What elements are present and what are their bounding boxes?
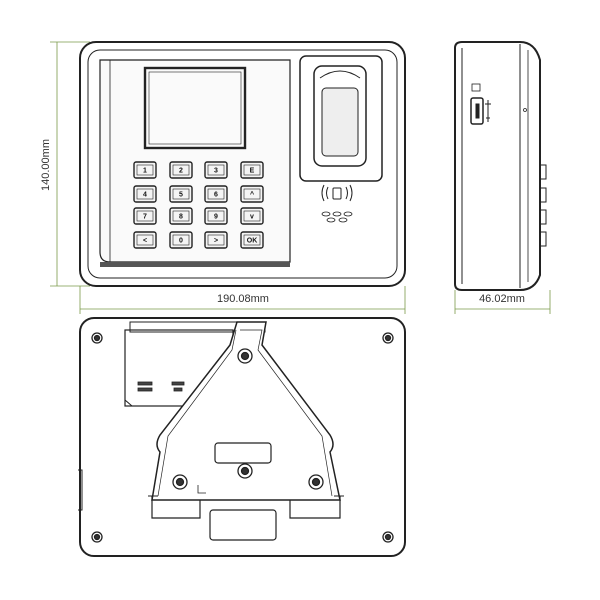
screws (91, 332, 394, 543)
key-label: v (250, 214, 254, 221)
keypad-key[interactable]: 7 (133, 207, 157, 225)
keypad-key[interactable]: 3 (204, 161, 228, 179)
screw-icon (308, 474, 324, 490)
key-label: OK (247, 238, 258, 245)
keypad-key[interactable]: 8 (169, 207, 193, 225)
keypad-key[interactable]: OK (240, 231, 264, 249)
key-label: 7 (143, 214, 147, 221)
keypad-key[interactable]: < (133, 231, 157, 249)
width-label: 190.08mm (217, 293, 269, 305)
key-label: 4 (143, 192, 147, 199)
keypad-key[interactable]: v (240, 207, 264, 225)
lcd-screen (143, 66, 247, 150)
fingerprint-window (299, 55, 383, 182)
fingerprint-sensor (313, 65, 367, 167)
key-label: 6 (214, 192, 218, 199)
key-label: < (143, 238, 147, 245)
screw-icon (172, 474, 188, 490)
key-label: 9 (214, 214, 218, 221)
keypad-key[interactable]: E (240, 161, 264, 179)
key-label: 1 (143, 168, 147, 175)
screw-icon (91, 332, 103, 344)
bottom-slot (209, 509, 277, 541)
usb-port (470, 97, 484, 125)
screw-icon (382, 332, 394, 344)
screw-icon (237, 463, 253, 479)
key-label: 2 (179, 168, 183, 175)
key-label: 3 (214, 168, 218, 175)
key-label: 8 (179, 214, 183, 221)
rfid-icon (321, 184, 353, 202)
keypad-key[interactable]: 0 (169, 231, 193, 249)
screw-icon (91, 531, 103, 543)
indicator-leds (321, 211, 353, 223)
key-label: ^ (250, 191, 254, 199)
key-label: E (250, 168, 255, 175)
key-label: > (214, 238, 218, 245)
key-label: 0 (179, 238, 183, 245)
keypad-key[interactable]: 5 (169, 185, 193, 203)
depth-label: 46.02mm (479, 293, 525, 305)
height-dimension (50, 41, 90, 287)
height-label: 140.00mm (40, 139, 52, 191)
screw-icon (237, 348, 253, 364)
keypad-key[interactable]: > (204, 231, 228, 249)
bracket-slot (214, 442, 272, 464)
keypad-key[interactable]: 9 (204, 207, 228, 225)
side-view (454, 41, 547, 291)
depth-dimension (454, 290, 551, 314)
keypad-key[interactable]: 4 (133, 185, 157, 203)
keypad: 1 2 3 E 4 5 6 ^ 7 8 9 v <0 > OK (133, 161, 264, 249)
screw-icon (382, 531, 394, 543)
key-label: 5 (179, 192, 183, 199)
keypad-key[interactable]: 1 (133, 161, 157, 179)
width-dimension (79, 286, 406, 314)
back-view (78, 317, 406, 557)
keypad-key[interactable]: 2 (169, 161, 193, 179)
keypad-key[interactable]: ^ (240, 185, 264, 203)
keypad-key[interactable]: 6 (204, 185, 228, 203)
